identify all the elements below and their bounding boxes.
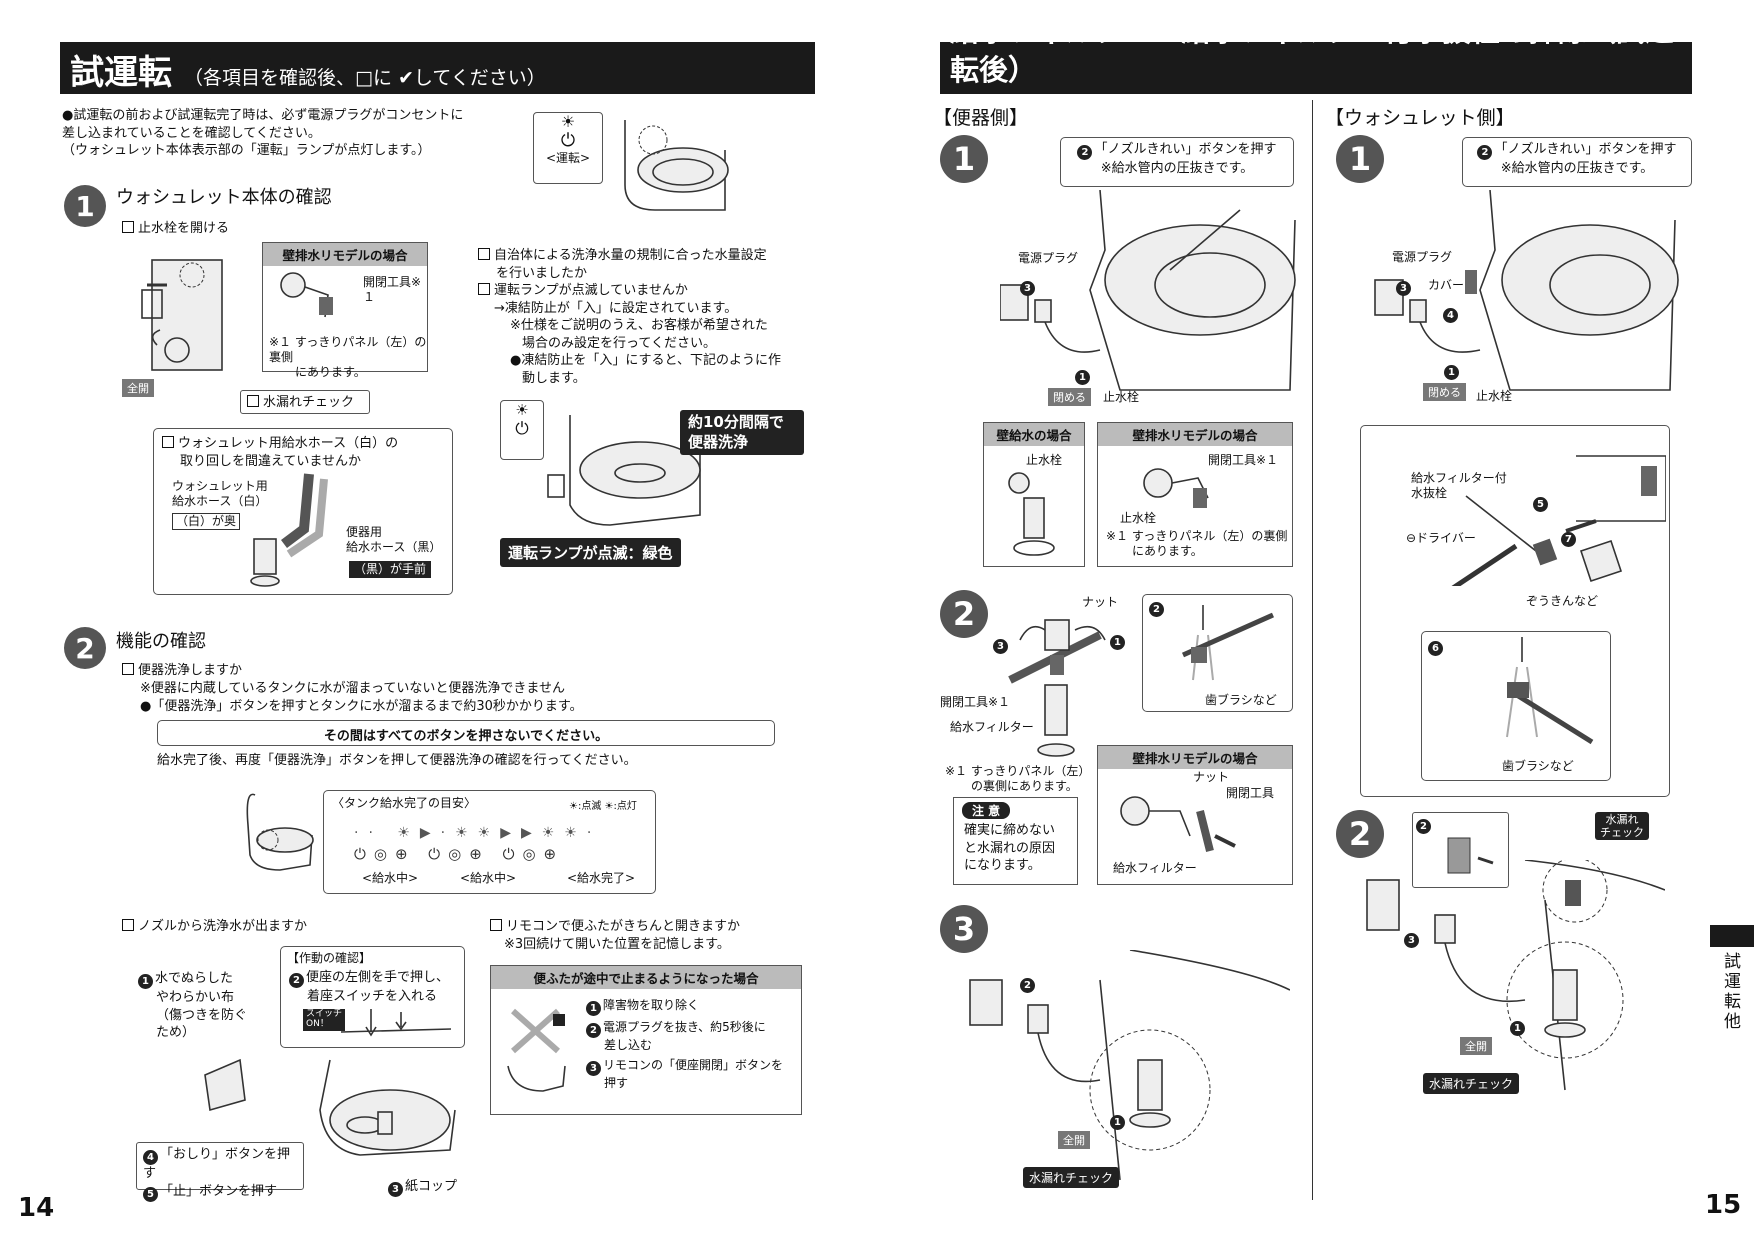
check-nozzle[interactable]: ノズルから洗浄水が出ますか <box>122 918 307 936</box>
side-tab-label: 試運転他 <box>1720 952 1740 1032</box>
step-2-badge: 2 <box>64 627 106 669</box>
toilet-top-illustration <box>624 120 729 211</box>
toilet-reconnect-illustration <box>969 950 1290 1181</box>
toilet-side-heading: 【便器側】 <box>933 107 1029 129</box>
section-1-heading: ウォシュレット本体の確認 <box>116 187 332 208</box>
sun-icon: ☀ <box>560 112 576 131</box>
check-lid[interactable]: リモコンで便ふたがきちんと開きますか <box>490 918 740 936</box>
freeze-indicator: ☀ ⏻ <box>500 400 544 460</box>
rag-illustration <box>1579 539 1623 583</box>
warning-bar: その間はすべてのボタンを押さないでください。 <box>157 720 775 746</box>
check-hose-routing[interactable]: ウォシュレット用給水ホース（白）の 取り回しを間違えていませんか <box>162 435 398 470</box>
filter-removal-illustration <box>1008 619 1106 757</box>
cloth-illustration <box>204 1058 246 1112</box>
checkbox[interactable] <box>122 221 134 233</box>
wall-remodel-box: 壁排水リモデルの場合 開閉工具※１ ※１ すっきりパネル（左）の裏側 にあります… <box>262 242 428 379</box>
seat-press-illustration <box>341 1009 452 1037</box>
left-page-subtitle: （各項目を確認後、□に ✔してください） <box>184 67 546 90</box>
toilet-flush-illustration <box>547 415 701 526</box>
checkbox[interactable] <box>490 919 502 931</box>
cover-replace-box: 2 <box>1412 812 1509 888</box>
wall-remodel-filter-box: 壁排水リモデルの場合 ナット 開閉工具 給水フィルター <box>1097 745 1293 885</box>
toilet-side-illustration <box>246 793 314 871</box>
section-2-heading: 機能の確認 <box>116 631 206 652</box>
toilet-side-illustration-1 <box>1000 190 1296 391</box>
toilet-nozzle-callout: 2「ノズルきれい」ボタンを押す ※給水管内の圧抜きです。 <box>1060 137 1294 187</box>
drain-brush-box: 6 歯ブラシなど <box>1421 631 1611 781</box>
step-1-badge: 1 <box>64 185 106 227</box>
leak-check-item[interactable]: 水漏れチェック <box>240 390 370 414</box>
wall-valve-illustration <box>141 259 223 371</box>
checkbox[interactable] <box>122 919 134 931</box>
toilet-step-2-badge: 2 <box>940 590 988 638</box>
indicator-sequence: ·· ☀▶·☀☀▶▶☀☀· <box>354 825 602 841</box>
remodel-valve-illustration <box>1143 468 1209 508</box>
washlet-step-1-badge: 1 <box>1336 135 1384 183</box>
page-number-right: 15 <box>1705 1190 1742 1220</box>
wall-remodel-box-right: 壁排水リモデルの場合 開閉工具※１ 止水栓 ※１ すっきりパネル（左）の裏側 に… <box>1097 422 1293 567</box>
check-lamp-blink[interactable]: 運転ランプが点滅していませんか <box>478 282 818 300</box>
hose-illustration <box>250 473 328 587</box>
leak-check-callout-right: 水漏れチェック <box>1595 812 1649 841</box>
drain-removal-illustration <box>1451 455 1666 586</box>
tank-indicator-box: 〈タンク給水完了の目安〉 ☀:点滅 ☀:点灯 ·· ☀▶·☀☀▶▶☀☀· ⏻◎⊕… <box>323 790 656 894</box>
brush-filter-box: 2 歯ブラシなど <box>1142 594 1293 712</box>
left-page-title: 試運転 <box>70 53 172 93</box>
right-page-header: 給水フィルター・給水フィルター付水抜栓の掃除（試運転後） <box>940 14 1692 94</box>
washlet-nozzle-callout: 2「ノズルきれい」ボタンを押す ※給水管内の圧抜きです。 <box>1462 137 1692 187</box>
left-page-header: 試運転 （各項目を確認後、□に ✔してください） <box>60 42 815 94</box>
column-divider <box>1312 100 1313 1200</box>
washlet-reconnect-illustration <box>1366 860 1665 1091</box>
remodel-filter-illustration <box>1120 796 1236 852</box>
toilet-nozzle-illustration <box>319 1059 456 1156</box>
right-checklist: 自治体による洗浄水量の規制に合った水量設定 を行いましたか 運転ランプが点滅して… <box>478 247 818 387</box>
operation-indicator: ☀ ⏻ <運転> <box>533 112 603 184</box>
brush-cleaning-illustration <box>1181 605 1275 681</box>
power-icon: ⏻ <box>560 130 576 151</box>
wall-supply-valve-illustration <box>1008 472 1055 556</box>
right-page-title: 給水フィルター・給水フィルター付水抜栓の掃除（試運転後） <box>950 13 1674 87</box>
side-tab-marker <box>1710 925 1754 947</box>
checkbox[interactable] <box>122 663 134 675</box>
page-number-left: 14 <box>18 1193 55 1223</box>
washlet-side-heading: 【ウォシュレット側】 <box>1325 107 1515 129</box>
full-open-tag: 全開 <box>122 379 154 397</box>
power-icon: ⏻ <box>515 419 529 439</box>
checkbox[interactable] <box>162 436 174 448</box>
check-water-volume[interactable]: 自治体による洗浄水量の規制に合った水量設定 <box>478 247 818 265</box>
caution-box: 注 意 確実に締めない と水漏れの原因 になります。 <box>953 797 1078 885</box>
drain-brush-illustration <box>1506 637 1594 745</box>
filter-drain-box: 給水フィルター付 水抜栓 5 7 ⊖ドライバー ぞうきんなど 6 歯ブラシなど <box>1360 425 1670 797</box>
toilet-step-3-badge: 3 <box>940 905 988 953</box>
toilet-step-1-badge: 1 <box>940 135 988 183</box>
check-open-valve[interactable]: 止水栓を開ける <box>122 220 229 238</box>
intro-text: ●試運転の前および試運転完了時は、必ず電源プラグがコンセントに 差し込まれている… <box>62 108 464 159</box>
wall-supply-box: 壁給水の場合 止水栓 <box>983 422 1085 567</box>
indicator-icons: ⏻◎⊕ ⏻◎⊕ ⏻◎⊕ <box>354 845 565 863</box>
lamp-blink-callout: 運転ランプが点滅：緑色 <box>500 538 681 567</box>
hose-check-box: ウォシュレット用給水ホース（白）の 取り回しを間違えていませんか ウォシュレット… <box>153 428 453 595</box>
lid-obstacle-illustration <box>507 1008 566 1092</box>
sun-icon: ☀ <box>515 401 529 419</box>
valve-tool-illustration <box>280 272 333 318</box>
washlet-step-2-badge: 2 <box>1336 810 1384 858</box>
button-steps-box: 4「おしり」ボタンを押す 5「止」ボタンを押す <box>136 1142 304 1203</box>
check-flush[interactable]: 便器洗浄しますか <box>122 662 242 680</box>
checkbox[interactable] <box>247 395 259 407</box>
checkbox[interactable] <box>478 248 490 260</box>
washlet-side-illustration-1 <box>1374 190 1679 391</box>
interval-callout: 約10分間隔で便器洗浄 <box>680 410 804 455</box>
checkbox[interactable] <box>478 283 490 296</box>
cover-illustration <box>1447 837 1494 874</box>
